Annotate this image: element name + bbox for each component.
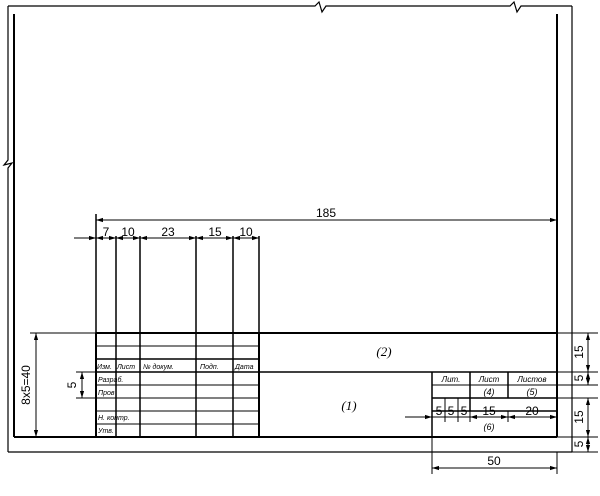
dim-col-podp: 15 xyxy=(208,225,222,239)
dimension-lines xyxy=(30,217,598,474)
dim-sub-15: 15 xyxy=(482,404,496,418)
header-podp: Подп. xyxy=(200,363,219,371)
zone-1-label: (1) xyxy=(341,398,356,413)
title-block xyxy=(14,214,557,438)
row-prov: Пров xyxy=(98,390,115,397)
right-listov: Листов xyxy=(516,375,546,384)
dim-sub-5c: 5 xyxy=(461,404,468,418)
sheet-frame xyxy=(2,0,573,453)
dim-rows-height: 8x5=40 xyxy=(19,365,33,405)
right-lit: Лит. xyxy=(441,375,461,384)
row-utv: Утв. xyxy=(97,428,114,435)
dim-col-izm: 7 xyxy=(103,225,110,239)
header-ndoc: № докум. xyxy=(143,363,174,371)
dim-col-list: 10 xyxy=(121,225,135,239)
dim-row-step: 5 xyxy=(65,381,79,388)
header-data: Дата xyxy=(234,364,254,371)
dim-sub-5b: 5 xyxy=(448,404,455,418)
right-mark-5: (5) xyxy=(527,387,538,397)
dim-col-data: 10 xyxy=(239,225,253,239)
right-list: Лист xyxy=(478,375,500,384)
right-mark-4: (4) xyxy=(484,387,495,397)
header-izm: Изм. xyxy=(97,364,112,371)
dim-right-15-top: 15 xyxy=(572,345,586,359)
dim-total-width: 185 xyxy=(316,206,336,220)
dim-col-ndoc: 23 xyxy=(161,225,175,239)
row-razrab: Разраб. xyxy=(98,376,123,384)
right-mark-6: (6) xyxy=(484,422,495,432)
row-nkontr: Н. контр. xyxy=(98,415,130,422)
dim-sub-20: 20 xyxy=(525,404,539,418)
dim-right-15-mid: 15 xyxy=(572,410,586,424)
dim-right-5-bottom: 5 xyxy=(572,440,586,447)
header-list: Лист xyxy=(116,364,135,371)
zone-2-label: (2) xyxy=(376,344,391,359)
dim-sub-5a: 5 xyxy=(436,404,443,418)
dim-right-5: 5 xyxy=(572,374,586,381)
dim-block-width: 50 xyxy=(487,454,501,468)
